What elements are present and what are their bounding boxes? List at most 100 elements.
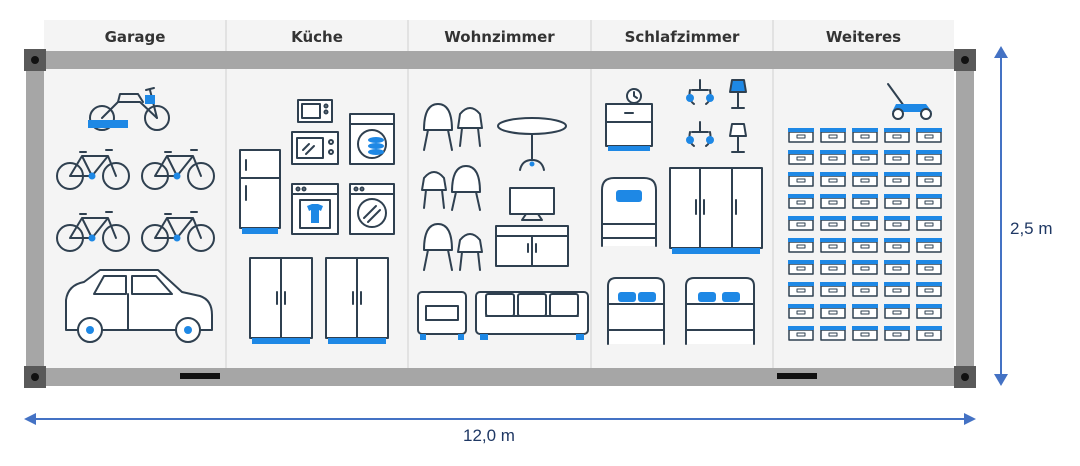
storage-box-icon	[788, 150, 814, 165]
storage-box-icon	[916, 172, 942, 187]
storage-box-icon	[916, 282, 942, 297]
storage-box-icon	[820, 282, 846, 297]
sideboard-icon	[495, 225, 569, 267]
section-title-garage: Garage	[104, 28, 166, 46]
storage-box-icon	[788, 172, 814, 187]
storage-box-icon	[884, 326, 910, 341]
storage-box-icon	[788, 260, 814, 275]
storage-box-icon	[884, 128, 910, 143]
storage-box-icon	[820, 260, 846, 275]
storage-box-icon	[884, 260, 910, 275]
storage-box-icon	[788, 238, 814, 253]
kitchen-cabinet-icon	[325, 257, 389, 344]
washing-machine-icon	[349, 183, 395, 235]
kitchen-cabinet-icon	[249, 257, 313, 344]
ceiling-lamp-icon	[686, 79, 714, 105]
armchair-icon	[451, 165, 481, 211]
chair-icon	[421, 171, 447, 209]
storage-box-icon	[852, 260, 878, 275]
section-title-weiteres: Weiteres	[825, 28, 902, 46]
car-icon	[65, 269, 213, 343]
width-label: 12,0 m	[463, 426, 515, 445]
storage-box-icon	[820, 172, 846, 187]
floor-lamp-icon	[729, 79, 747, 109]
storage-box-icon	[916, 128, 942, 143]
storage-box-icon	[884, 172, 910, 187]
storage-box-icon	[884, 238, 910, 253]
storage-box-icon	[788, 326, 814, 341]
storage-box-icon	[820, 216, 846, 231]
storage-box-icon	[916, 150, 942, 165]
storage-box-icon	[916, 260, 942, 275]
storage-box-icon	[820, 150, 846, 165]
storage-boxes-grid	[788, 128, 942, 341]
dishwasher-icon	[349, 113, 395, 165]
chair-icon	[457, 233, 483, 271]
wardrobe-icon	[669, 167, 763, 254]
motorcycle-icon	[88, 87, 170, 131]
armchair-icon	[423, 103, 453, 151]
storage-box-icon	[852, 238, 878, 253]
armchair-icon	[417, 291, 467, 340]
section-title-wohnzimmer: Wohnzimmer	[444, 28, 555, 46]
forklift-pocket-left	[180, 373, 220, 379]
storage-box-icon	[884, 282, 910, 297]
bicycle-icon	[141, 211, 215, 252]
fridge-icon	[239, 149, 281, 234]
double-bed-icon	[685, 277, 755, 345]
storage-box-icon	[788, 282, 814, 297]
storage-box-icon	[820, 304, 846, 319]
storage-box-icon	[852, 128, 878, 143]
storage-box-icon	[788, 194, 814, 209]
height-label: 2,5 m	[1010, 219, 1053, 238]
storage-box-icon	[916, 216, 942, 231]
height-dimension-arrow	[994, 46, 1008, 386]
corner-castings	[24, 49, 976, 388]
section-title-kueche: Küche	[291, 28, 343, 46]
width-dimension-arrow	[24, 413, 976, 425]
storage-box-icon	[916, 238, 942, 253]
storage-box-icon	[852, 216, 878, 231]
storage-box-icon	[820, 128, 846, 143]
storage-box-icon	[884, 194, 910, 209]
floor-lamp-icon	[729, 123, 747, 153]
storage-box-icon	[820, 238, 846, 253]
sofa-icon	[475, 291, 589, 340]
storage-box-icon	[916, 326, 942, 341]
chair-icon	[457, 107, 483, 147]
storage-box-icon	[820, 326, 846, 341]
lawn-mower-icon	[887, 83, 932, 120]
section-dividers	[225, 20, 774, 370]
tv-icon	[509, 187, 555, 221]
storage-box-icon	[852, 304, 878, 319]
storage-box-icon	[852, 172, 878, 187]
storage-box-icon	[788, 304, 814, 319]
storage-box-icon	[852, 194, 878, 209]
storage-box-icon	[788, 128, 814, 143]
ceiling-lamp-icon	[686, 121, 714, 147]
storage-box-icon	[916, 194, 942, 209]
forklift-pocket-right	[777, 373, 817, 379]
armchair-icon	[423, 223, 453, 271]
nightstand-icon	[605, 103, 653, 151]
single-bed-icon	[601, 177, 657, 247]
microwave-icon	[297, 99, 333, 123]
container-frame	[26, 51, 974, 386]
oven-icon	[291, 131, 339, 165]
storage-box-icon	[852, 282, 878, 297]
dryer-icon	[291, 183, 339, 235]
storage-box-icon	[820, 194, 846, 209]
bicycle-icon	[56, 149, 130, 190]
double-bed-icon	[607, 277, 665, 345]
storage-box-icon	[916, 304, 942, 319]
bicycle-icon	[56, 211, 130, 252]
bicycle-icon	[141, 149, 215, 190]
alarm-clock-icon	[626, 88, 642, 104]
storage-box-icon	[788, 216, 814, 231]
section-title-schlafzimmer: Schlafzimmer	[624, 28, 740, 46]
storage-box-icon	[852, 326, 878, 341]
round-table-icon	[497, 117, 567, 171]
storage-box-icon	[884, 304, 910, 319]
storage-box-icon	[852, 150, 878, 165]
